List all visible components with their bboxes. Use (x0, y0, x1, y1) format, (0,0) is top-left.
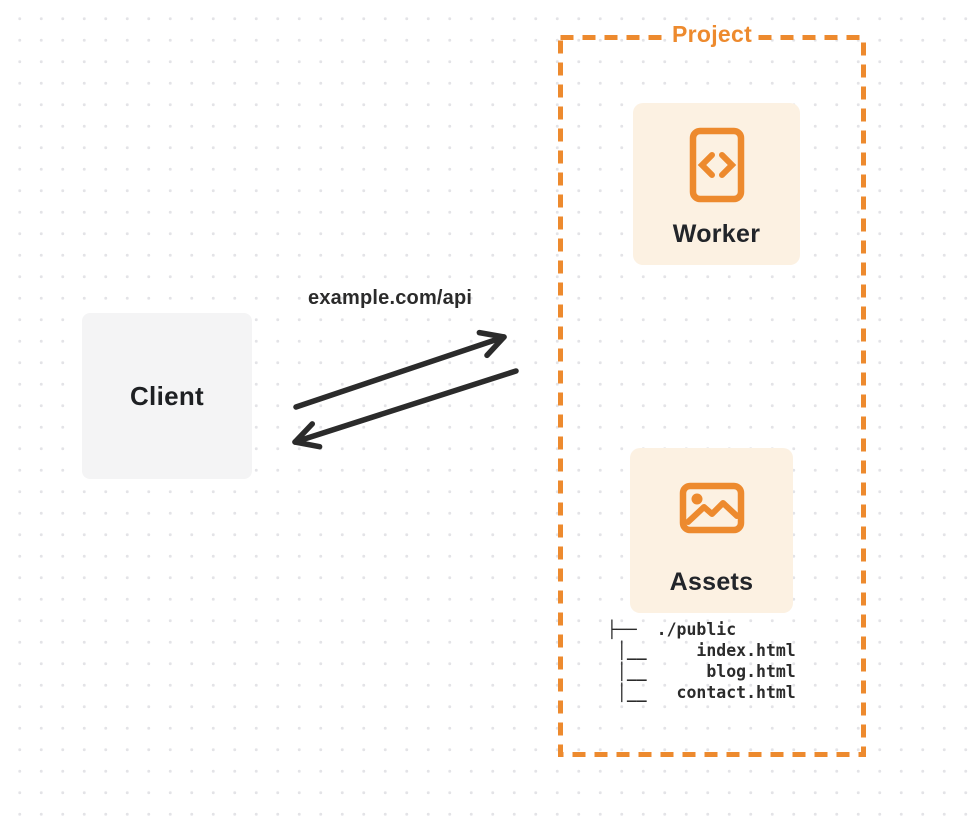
tree-line-contact: │__ contact.html (607, 683, 796, 702)
worker-label: Worker (672, 220, 761, 248)
code-file-icon (689, 127, 744, 203)
response-arrow (292, 368, 519, 450)
tree-line-blog: │__ blog.html (607, 662, 796, 681)
project-label: Project (667, 21, 757, 48)
request-url-label: example.com/api (308, 287, 473, 309)
image-icon (679, 482, 744, 534)
assets-file-tree: ├── ./public │__ index.html │__ blog.htm… (607, 619, 796, 703)
tree-line-index: │__ index.html (607, 641, 796, 660)
tree-line-public: ├── ./public (607, 620, 737, 639)
client-label: Client (129, 380, 205, 411)
project-container: Project Worker Assets ├── ./public │__ i… (558, 21, 866, 757)
request-arrow (293, 329, 507, 410)
assets-label: Assets (669, 568, 754, 596)
project-dashed-border (558, 35, 866, 757)
assets-node[interactable]: Assets (630, 448, 793, 613)
worker-node[interactable]: Worker (633, 103, 800, 265)
client-node[interactable]: Client (82, 313, 252, 479)
